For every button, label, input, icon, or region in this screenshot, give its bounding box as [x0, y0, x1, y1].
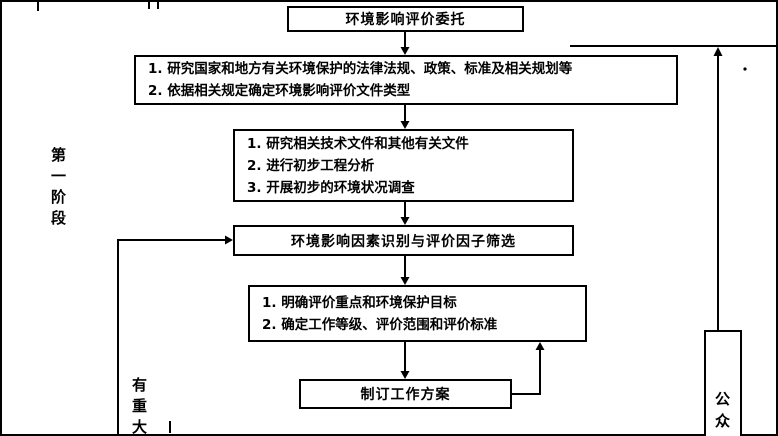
box-evaluation-scope: 1. 明确评价重点和环境保护目标 2. 确定工作等级、评价范围和评价标准 [248, 285, 587, 342]
box-evaluation-scope-line1: 1. 明确评价重点和环境保护目标 [262, 294, 457, 311]
box-study-laws-line1: 1. 研究国家和地方有关环境保护的法律法规、政策、标准及相关规划等 [148, 61, 573, 77]
box-preliminary-line1: 1. 研究相关技术文件和其他有关文件 [247, 135, 469, 152]
public-participation-label: 公众 [713, 391, 731, 435]
box-factor-identification: 环境影响因素识别与评价因子筛选 [233, 225, 574, 256]
box-work-plan-label: 制订工作方案 [360, 387, 451, 403]
box-evaluation-scope-line2: 2. 确定工作等级、评价范围和评价标准 [262, 316, 498, 333]
box-preliminary-line3: 3. 开展初步的环境状况调查 [247, 179, 415, 196]
stage-label: 第一阶段 [49, 147, 67, 231]
box-public-participation [704, 330, 742, 436]
box-work-plan: 制订工作方案 [299, 379, 512, 409]
box-study-laws-line2: 2. 依据相关规定确定环境影响评价文件类型 [148, 83, 411, 99]
box-study-laws: 1. 研究国家和地方有关环境保护的法律法规、政策、标准及相关规划等 2. 依据相… [134, 55, 678, 105]
box-preliminary-line2: 2. 进行初步工程分析 [247, 157, 375, 174]
major-change-note: 有重大 [130, 377, 148, 436]
box-eia-commission-label: 环境影响评价委托 [345, 12, 466, 28]
box-preliminary-analysis: 1. 研究相关技术文件和其他有关文件 2. 进行初步工程分析 3. 开展初步的环… [233, 129, 574, 202]
box-factor-identification-label: 环境影响因素识别与评价因子筛选 [291, 233, 516, 250]
box-eia-commission: 环境影响评价委托 [287, 6, 524, 32]
